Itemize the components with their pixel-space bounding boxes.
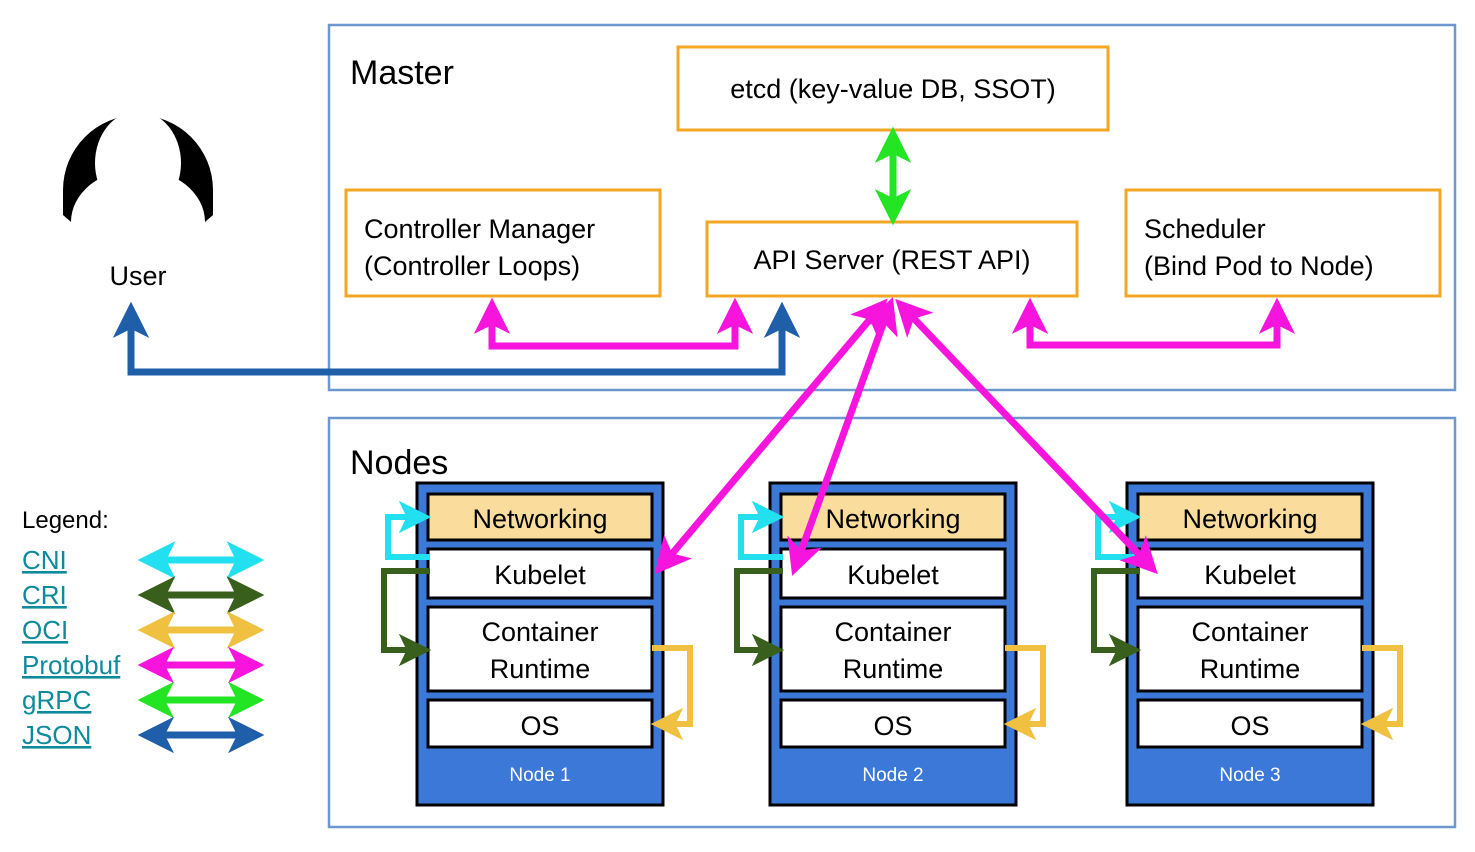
node-1-networking-label: Networking (472, 504, 607, 534)
legend-item-cni-label[interactable]: CNI (22, 545, 67, 575)
connection-oci-node-3 (1360, 645, 1403, 741)
etcd-label: etcd (key-value DB, SSOT) (730, 74, 1056, 104)
node-3-kubelet[interactable]: Kubelet (1136, 547, 1364, 600)
controller-manager-label-line2: (Controller Loops) (364, 251, 580, 281)
scheduler-label-line1: Scheduler (1144, 214, 1266, 244)
master-title: Master (350, 54, 454, 92)
connection-protobuf-cm-apiserver (473, 297, 754, 350)
node-1-kubelet-label: Kubelet (494, 560, 586, 590)
node-3-container-runtime[interactable]: Container Runtime (1136, 605, 1364, 693)
user-avatar-icon (63, 111, 213, 222)
node-3-os-label: OS (1230, 711, 1269, 741)
connection-oci-node-2 (1003, 645, 1046, 741)
connection-cri-node-1 (381, 568, 432, 667)
etcd-box[interactable]: etcd (key-value DB, SSOT) (676, 45, 1110, 132)
controller-manager-box[interactable]: Controller Manager (Controller Loops) (344, 188, 662, 298)
api-server-label: API Server (REST API) (753, 245, 1030, 275)
node-2-container-runtime[interactable]: Container Runtime (779, 605, 1007, 693)
legend-item-json-label[interactable]: JSON (22, 720, 91, 750)
legend-title: Legend: (22, 507, 109, 534)
connection-json-user-apiserver (112, 301, 801, 376)
connection-protobuf-apiserver-node-2-kubelet (787, 297, 898, 576)
node-1-footer-label: Node 1 (509, 765, 570, 786)
legend-item-protobuf-label[interactable]: Protobuf (22, 650, 121, 680)
node-2-networking-label: Networking (825, 504, 960, 534)
legend-item-oci-label[interactable]: OCI (22, 615, 68, 645)
node-2-container-runtime-label-line1: Container (834, 617, 951, 647)
node-2-footer-label: Node 2 (862, 765, 923, 786)
user-label: User (109, 261, 166, 291)
node-3-footer-label: Node 3 (1219, 765, 1280, 786)
node-2-kubelet-label: Kubelet (847, 560, 939, 590)
node-3-container-runtime-label-line2: Runtime (1200, 654, 1301, 684)
node-1-container-runtime[interactable]: Container Runtime (426, 605, 654, 693)
connection-cni-node-1 (385, 500, 432, 560)
legend-item-cri-label[interactable]: CRI (22, 580, 67, 610)
controller-manager-label-line1: Controller Manager (364, 214, 595, 244)
connection-oci-node-1 (650, 645, 693, 741)
api-server-box[interactable]: API Server (REST API) (705, 220, 1079, 298)
node-1-container-runtime-label-line2: Runtime (490, 654, 591, 684)
node-1-os[interactable]: OS (426, 698, 654, 749)
node-2-os[interactable]: OS (779, 698, 1007, 749)
node-3[interactable]: Networking Kubelet Container Runtime OS … (1125, 481, 1375, 807)
node-1-networking[interactable]: Networking (426, 492, 654, 542)
node-3-networking-label: Networking (1182, 504, 1317, 534)
node-3-container-runtime-label-line1: Container (1191, 617, 1308, 647)
node-1[interactable]: Networking Kubelet Container Runtime OS … (415, 481, 665, 807)
legend-item-grpc-label[interactable]: gRPC (22, 685, 91, 715)
node-1-container-runtime-label-line1: Container (481, 617, 598, 647)
legend: Legend: CNI CRI OCI Protobuf gRPC JSON (22, 507, 265, 754)
node-3-kubelet-label: Kubelet (1204, 560, 1296, 590)
node-1-kubelet[interactable]: Kubelet (426, 547, 654, 600)
node-3-networking[interactable]: Networking (1136, 492, 1364, 542)
node-2-container-runtime-label-line2: Runtime (843, 654, 944, 684)
scheduler-label-line2: (Bind Pod to Node) (1144, 251, 1374, 281)
scheduler-box[interactable]: Scheduler (Bind Pod to Node) (1124, 188, 1442, 298)
connection-protobuf-scheduler-apiserver (1011, 297, 1296, 349)
node-2-kubelet[interactable]: Kubelet (779, 547, 1007, 600)
node-2-os-label: OS (873, 711, 912, 741)
nodes-title: Nodes (350, 444, 448, 482)
node-3-os[interactable]: OS (1136, 698, 1364, 749)
user-group: User (63, 111, 213, 291)
connection-protobuf-apiserver-node-3-kubelet (895, 298, 1158, 575)
node-1-os-label: OS (520, 711, 559, 741)
